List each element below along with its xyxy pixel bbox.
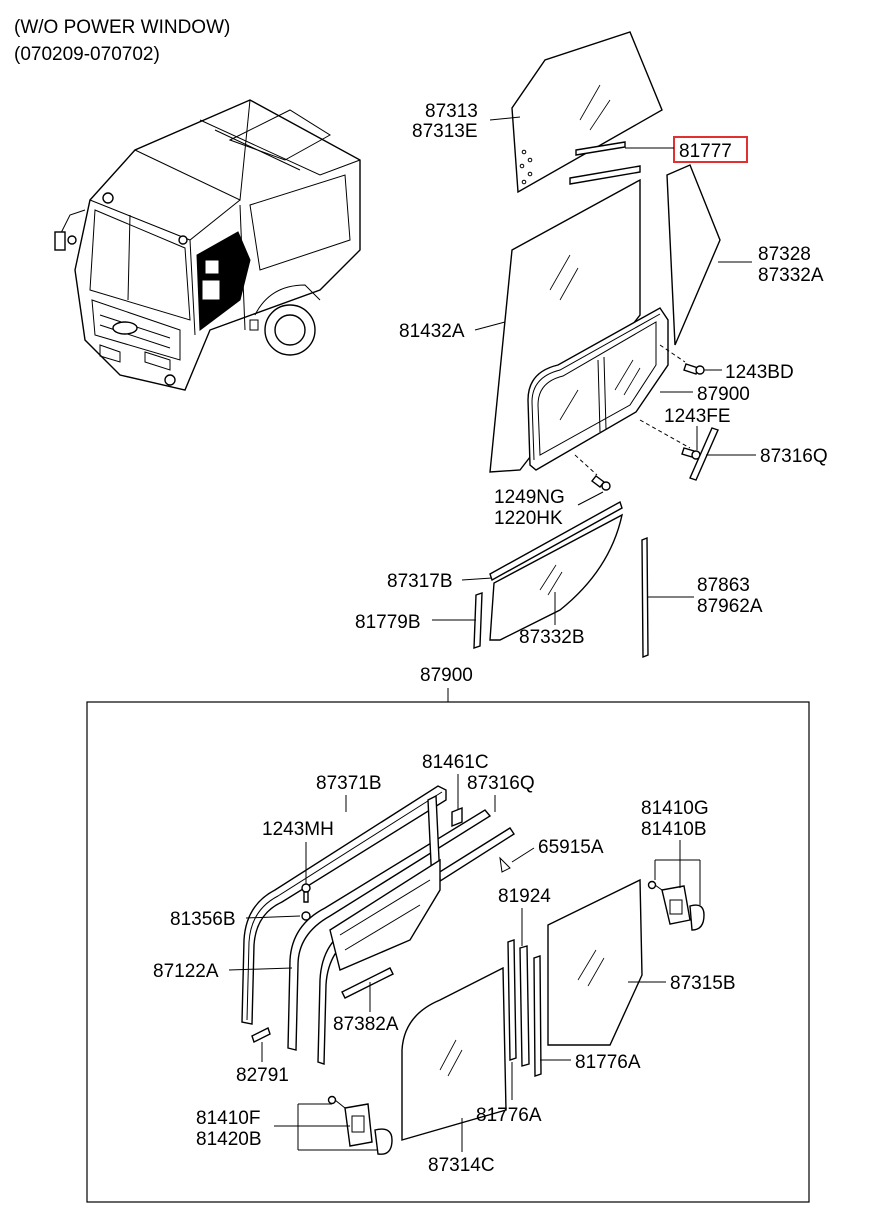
part-87313-upper-glass: [511, 31, 663, 194]
part-87316Q-strip-top: [689, 427, 719, 481]
part-81776A-strip-right: [533, 955, 542, 1077]
screw-1249NG: [574, 454, 611, 491]
part-82791-pad: [251, 1027, 271, 1043]
label-87122A: 87122A: [153, 961, 219, 982]
label-87316Q-box: 87316Q: [467, 773, 535, 794]
label-1243MH: 1243MH: [262, 819, 334, 840]
label-1243FE: 1243FE: [664, 406, 731, 427]
label-65915A: 65915A: [538, 837, 604, 858]
label-81410B: 81410B: [641, 819, 707, 840]
label-81410G: 81410G: [641, 798, 709, 819]
screw-1243BD: [659, 344, 705, 375]
part-81777-strips: [569, 141, 641, 185]
label-87962A: 87962A: [697, 596, 763, 617]
assembly-box-87900: [86, 701, 810, 1203]
label-81410F: 81410F: [196, 1108, 260, 1129]
label-87900-box: 87900: [420, 665, 473, 686]
label-1243BD: 1243BD: [725, 362, 794, 383]
label-81777: 81777: [679, 141, 732, 162]
marker-65915A: [499, 856, 511, 873]
label-87863: 87863: [697, 575, 750, 596]
label-87371B: 87371B: [316, 773, 382, 794]
part-87314C-glass: [401, 966, 507, 1141]
label-1220HK: 1220HK: [494, 508, 563, 529]
label-81924: 81924: [498, 886, 551, 907]
highlight-81777: [673, 136, 748, 163]
bus-illustration: [54, 99, 361, 391]
part-81776A-strip-left: [507, 939, 517, 1061]
part-87328-quarter-glass: [666, 164, 721, 346]
label-87314C: 87314C: [428, 1155, 495, 1176]
label-81420B: 81420B: [196, 1129, 262, 1150]
part-87315B-glass: [547, 878, 643, 1046]
part-87863-strip: [641, 536, 649, 659]
screw-1243FE: [639, 419, 701, 460]
label-87313E: 87313E: [412, 121, 478, 142]
label-87317B: 87317B: [387, 571, 453, 592]
part-sash-inner: [329, 858, 441, 971]
header-date-range: (070209-070702): [14, 44, 160, 65]
part-87332B-glass: [489, 513, 624, 641]
part-87900-sliding-window: [527, 307, 669, 471]
label-87900-top: 87900: [697, 384, 750, 405]
label-87315B: 87315B: [670, 973, 736, 994]
label-87313: 87313: [425, 101, 478, 122]
label-81776A-right: 81776A: [575, 1052, 641, 1073]
label-81461C: 81461C: [422, 752, 489, 773]
part-81410G-latch: [647, 880, 705, 931]
label-87328: 87328: [758, 244, 811, 265]
label-81776A-mid: 81776A: [476, 1105, 542, 1126]
label-87332A: 87332A: [758, 265, 824, 286]
label-87382A: 87382A: [333, 1014, 399, 1035]
label-87332B: 87332B: [519, 627, 585, 648]
part-87382A-pad: [341, 967, 394, 999]
part-81410F-latch: [327, 1095, 393, 1155]
label-81356B: 81356B: [170, 909, 236, 930]
clip-81356B: [301, 911, 311, 921]
header-title: (W/O POWER WINDOW): [14, 17, 230, 38]
part-87316Q-strip-box: [317, 827, 515, 1065]
part-81924-strip: [519, 945, 530, 1067]
label-87316Q-top: 87316Q: [760, 446, 828, 467]
label-82791: 82791: [236, 1065, 289, 1086]
screw-1243MH: [301, 883, 311, 903]
part-81779B-strip: [473, 592, 483, 649]
label-81779B: 81779B: [355, 612, 421, 633]
part-87371B-frame: [241, 785, 447, 1025]
label-81432A: 81432A: [399, 321, 465, 342]
label-1249NG: 1249NG: [494, 487, 565, 508]
part-87122A-channel: [287, 809, 492, 1051]
